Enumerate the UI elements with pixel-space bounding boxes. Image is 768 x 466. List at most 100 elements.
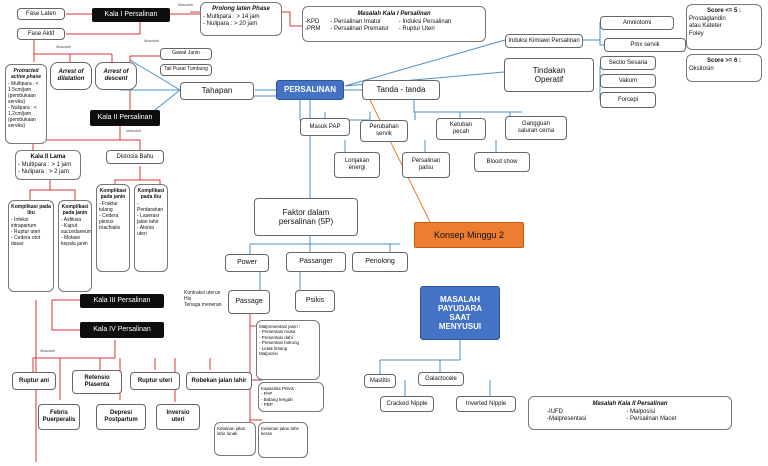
node-prolong-laten: Prolong laten Phase - Multipara : > 14 j… (200, 2, 282, 36)
node-konsep-minggu: Konsep Minggu 2 (414, 222, 524, 248)
node-komplikasi-bahu-ibu: Komplikasi pada ibu - Perdarahan - Laser… (134, 184, 168, 272)
masalah-bottom-title: Masalah Kala II Persalinan (592, 401, 668, 407)
node-sectio: Sectio Sesaria (600, 56, 656, 70)
masalah-top-col1: -KPD-PRM (305, 19, 320, 33)
komplikasi-bahu-ibu-title: Komplikasi pada ibu (137, 188, 165, 200)
node-galactocele: Galactocele (418, 372, 464, 386)
node-komplikasi-janin: Komplikasi pada janin - Asfiksia - Kaput… (58, 200, 92, 292)
sectio-label: Sectio Sesaria (608, 59, 648, 66)
node-arrest-dilatation: Arrest of dilatation (50, 62, 92, 90)
prolong-laten-title: Prolong laten Phase (212, 6, 270, 12)
mt-r1c1: -KPD (305, 19, 320, 26)
score-5-title: Score <= 5 : (706, 8, 742, 14)
node-kepala-notes: Kapasitas Pelvis : - PAP - Bidang tengah… (258, 382, 324, 412)
node-score-6: Score >= 6 : Oksitosin (686, 54, 762, 82)
mb-r2c2: - Persalinan Macet (626, 416, 677, 423)
persalinan-palsu-label: Persalinan palsu (411, 158, 441, 171)
masuk-pap-label: Masuk PAP (309, 123, 341, 130)
power-note-1: Kontraksi uterus (184, 290, 221, 296)
masalah-top-col2: - Persalinan Imatur- Persalinan Prematur (330, 19, 388, 33)
pmx-serviks-label: Pmx servik (630, 41, 660, 48)
node-forcepi: Forcepi (600, 92, 656, 108)
ketuban-pecah-label: Ketuban pecah (449, 122, 473, 135)
komplikasi-bahu-janin-body: - Fraktur tulang - Cedera plexus brachia… (99, 201, 121, 231)
node-tali-pusat: Tali Pusat Tumbung (160, 64, 212, 76)
psikis-label: Psikis (305, 296, 325, 304)
masalah-top-col3: - Induksi Persalinan- Ruptur Uteri (399, 19, 452, 33)
node-perubahan-serviks: Perubahan servik (360, 120, 408, 142)
masalah-bottom-col1: -IUFD-Malpresentasi (547, 409, 586, 423)
masalah-top-title: Masalah Kala I Persalinan (357, 11, 431, 17)
node-power: Power (225, 254, 269, 272)
node-amniotomi: Amniotomi (600, 16, 674, 30)
node-kala-i: Kala I Persalinan (92, 8, 170, 22)
node-distosia-bahu: Distosia Bahu (106, 150, 164, 164)
passanger-label: Passanger (299, 257, 333, 265)
note-masalah-1: Masalah (178, 2, 194, 7)
distosia-bahu-label: Distosia Bahu (116, 153, 154, 160)
node-febris: Febris Puerperalis (38, 404, 80, 430)
node-persalinan: PERSALINAN (276, 80, 344, 100)
node-fase-aktif: Fase Aktif (17, 28, 65, 40)
perubahan-serviks-label: Perubahan servik (369, 124, 399, 137)
node-kala-iv: Kala IV Persalinan (80, 322, 164, 338)
power-label: Power (237, 258, 257, 266)
forcepi-label: Forcepi (617, 96, 638, 103)
faktor-label: Faktor dalam persalinan (5P) (278, 207, 334, 226)
node-tindakan-operatif: Tindakan Operatif (504, 58, 594, 92)
vakum-label: Vakum (618, 77, 638, 84)
node-gawat-janin: Gawat Janin (160, 48, 212, 60)
galactocele-label: Galactocele (425, 375, 457, 382)
node-komplikasi-ibu: Komplikasi pada ibu - Infeksi intrapartu… (8, 200, 54, 292)
komplikasi-janin-title: Komplikasi pada janin (61, 204, 89, 216)
passanger-notes-body: Malpresentasi janin : - Presentasi muka … (259, 324, 301, 356)
mb-r1c2: - Malposisi (626, 409, 656, 416)
power-note-3: Tenaga meneran (184, 302, 222, 308)
mt-r1c2: - Persalinan Imatur (330, 19, 382, 26)
node-cracked-nipple: Cracked Nipple (380, 396, 434, 412)
mastitis-label: Mastitis (369, 377, 391, 384)
node-masuk-pap: Masuk PAP (300, 118, 350, 136)
node-ketuban-pecah: Ketuban pecah (436, 118, 486, 140)
node-kelainan-left: Kelainan jalan lahir lunak (214, 422, 256, 456)
komplikasi-janin-body: - Asfiksia - Kaput succedaneum - Molase … (61, 217, 92, 247)
ruptur-ani-label: Ruptur ani (19, 377, 49, 384)
mt-r2c3: - Ruptur Uteri (398, 26, 435, 33)
komplikasi-bahu-janin-title: Komplikasi pada janin (99, 188, 127, 200)
node-kala-ii-lama: Kala II Lama - Multipara : > 1 jam - Nul… (15, 150, 81, 180)
node-penolong: Penolong (352, 252, 408, 272)
amniotomi-label: Amniotomi (622, 19, 652, 26)
node-protracted: Protracted active phase - Multipara : < … (5, 64, 47, 144)
tanda-tanda-label: Tanda - tanda (376, 85, 426, 95)
arrest-descent-label: Arrest of descent (103, 69, 129, 82)
gangguan-label: Gangguan saluran cerna (517, 121, 555, 134)
mt-r2c1: -PRM (305, 26, 321, 33)
node-ruptur-uteri-bottom: Ruptur uteri (130, 372, 180, 390)
node-psikis: Psikis (295, 290, 335, 312)
node-kelainan-right: Kelainan jalan lahir keras (258, 422, 308, 458)
node-ruptur-ani: Ruptur ani (12, 372, 56, 390)
tahapan-label: Tahapan (201, 86, 233, 96)
ruptur-uteri-label: Ruptur uteri (137, 377, 173, 384)
persalinan-label: PERSALINAN (283, 85, 336, 95)
node-faktor: Faktor dalam persalinan (5P) (254, 198, 358, 236)
note-masalah-4: Masalah (40, 348, 56, 353)
induksi-label: Induksi Kimiawi Persalinan (508, 37, 580, 44)
power-notes: Kontraksi uterus His Tenaga meneran (184, 290, 224, 308)
note-masalah-2: Masalah (56, 44, 72, 49)
node-masalah-kala-i-bottom: Masalah Kala II Persalinan -IUFD-Malpres… (528, 396, 732, 430)
kepala-notes-body: Kapasitas Pelvis : - PAP - Bidang tengah… (261, 386, 297, 408)
node-fase-laten: Fase Laten (17, 8, 65, 20)
node-passanger: Passanger (286, 252, 346, 272)
node-vakum: Vakum (600, 74, 656, 88)
lonjakan-label: Lonjakan energi (344, 158, 370, 171)
mt-r2c2: - Persalinan Prematur (330, 26, 389, 33)
depresi-label: Depresi Postpartum (104, 410, 138, 423)
node-retensio: Retensio Plasenta (72, 370, 122, 394)
robekan-label: Robekan jalan lahir (191, 377, 247, 384)
fase-aktif-label: Fase Aktif (27, 30, 55, 37)
node-tanda-tanda: Tanda - tanda (362, 80, 440, 100)
fase-laten-label: Fase Laten (25, 10, 57, 17)
kala-ii-lama-l2: - Nulipara : > 2 jam (18, 169, 69, 176)
node-lonjakan: Lonjakan energi (334, 152, 380, 178)
